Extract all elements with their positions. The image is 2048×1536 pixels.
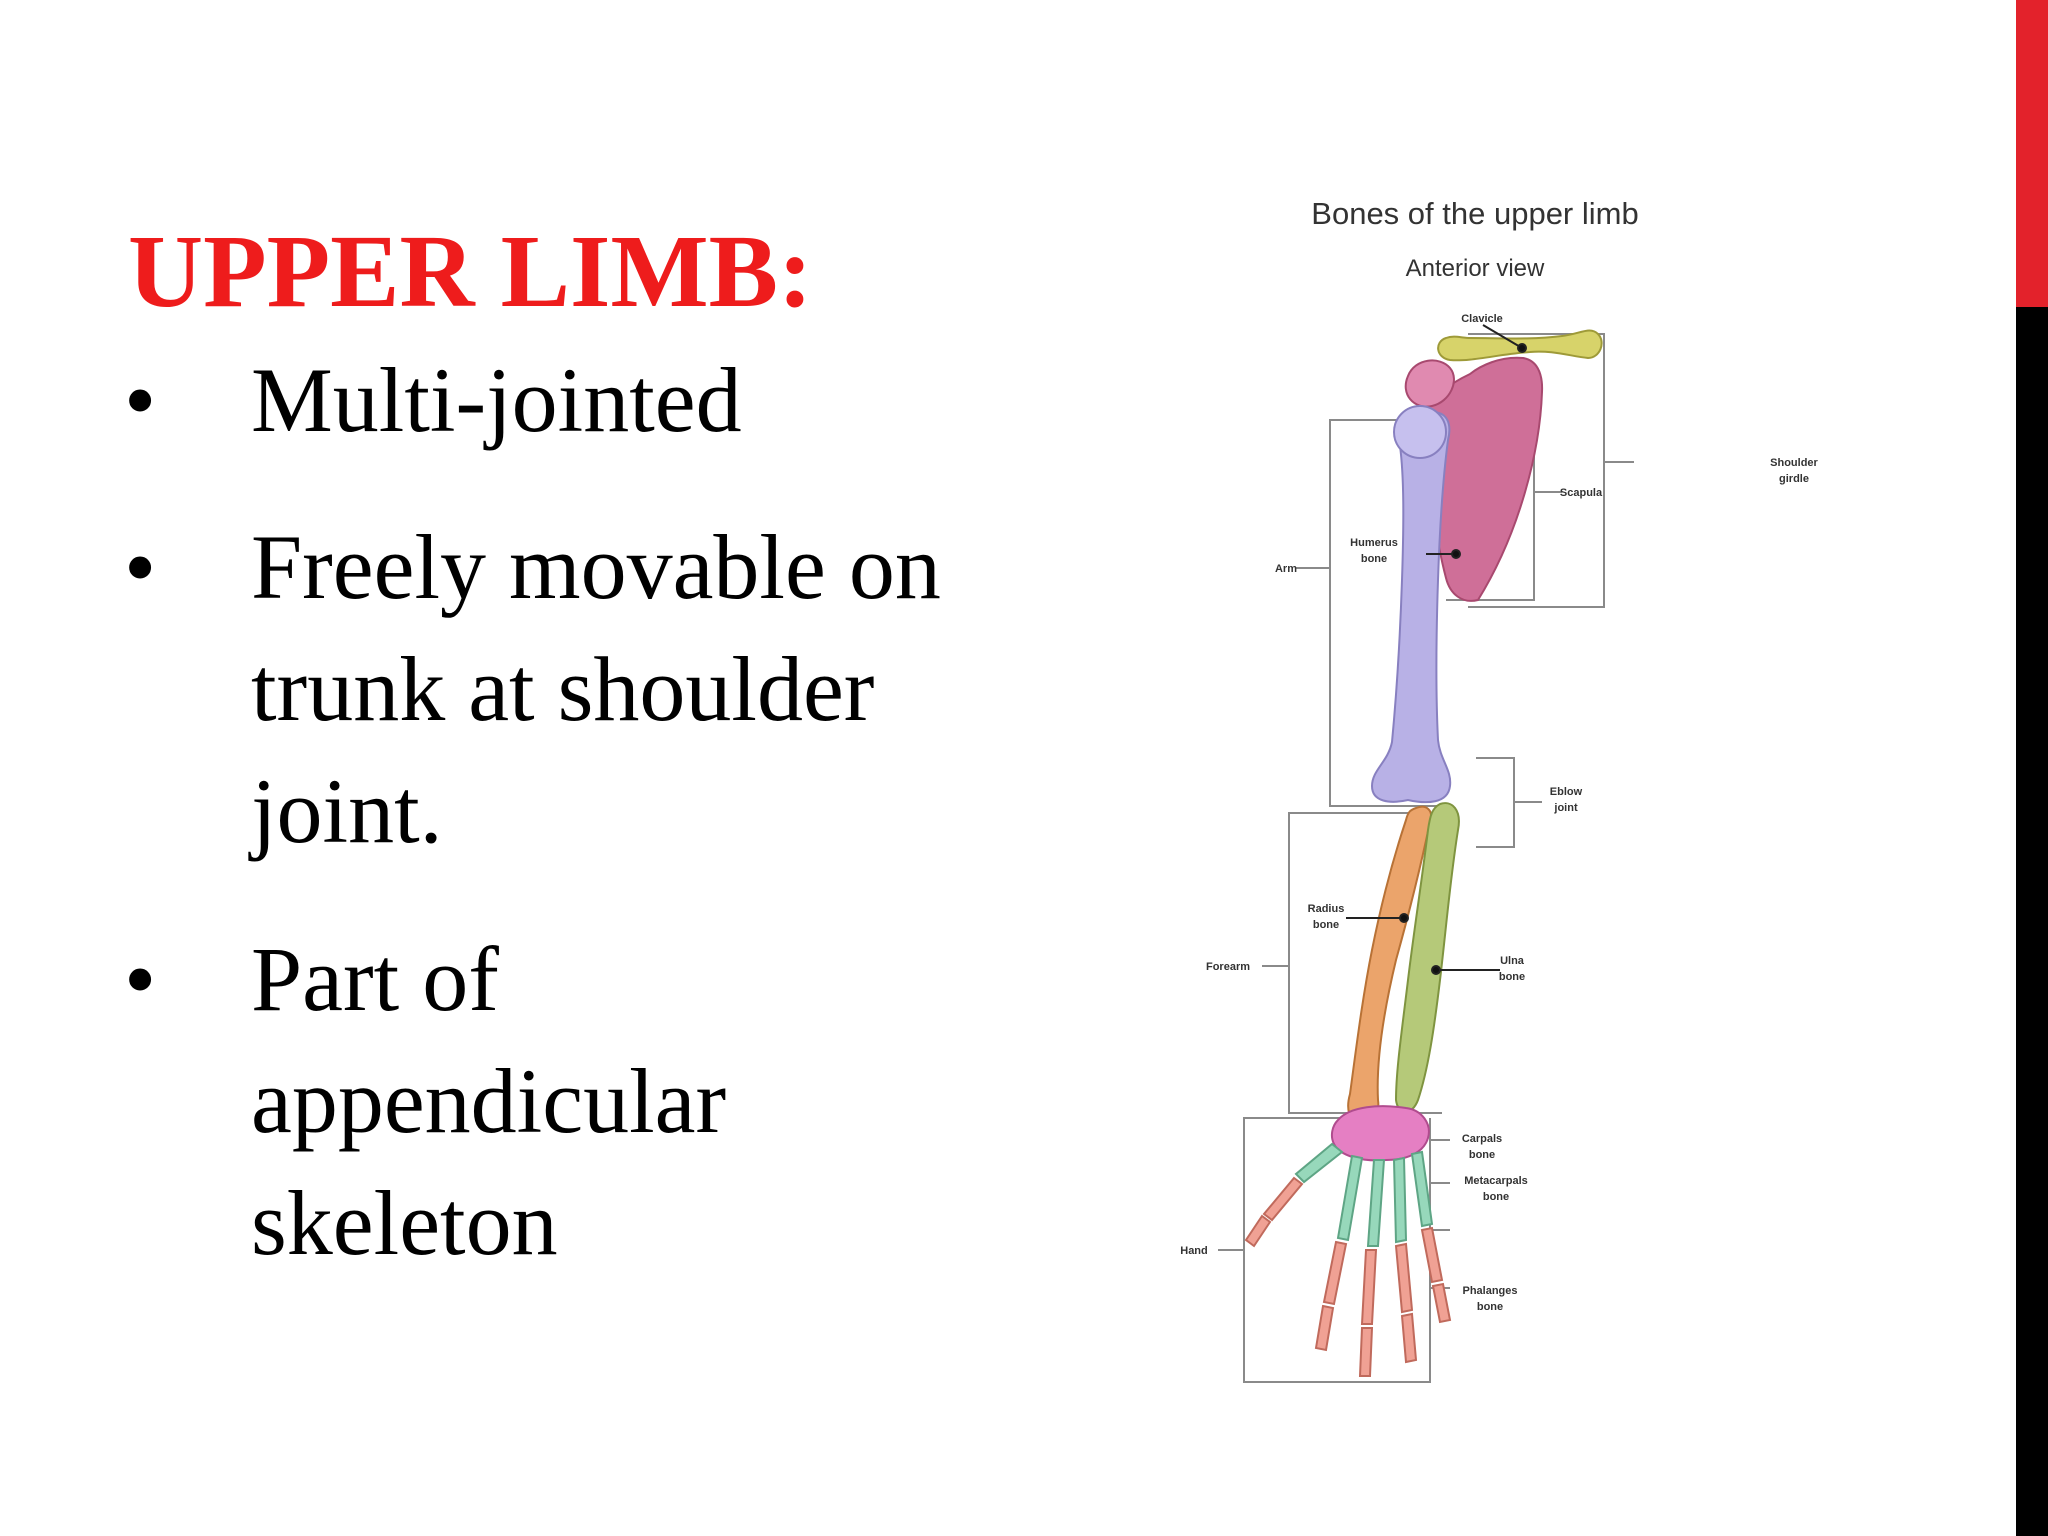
label-metacarpals-1: Metacarpals <box>1464 1175 1528 1187</box>
bullet-dot: • <box>124 928 157 1030</box>
label-clavicle: Clavicle <box>1461 313 1503 325</box>
diagram-subtitle: Anterior view <box>1406 255 1545 282</box>
elbow-bracket <box>1476 757 1515 848</box>
acromion-process <box>1404 359 1455 408</box>
label-elbow-1: Eblow <box>1550 786 1583 798</box>
label-phalanges-2: bone <box>1477 1301 1503 1313</box>
hand-bracket <box>1243 1117 1431 1383</box>
bullet-dot: • <box>124 516 157 618</box>
upper-limb-bones-diagram: Bones of the upper limb Anterior view <box>1180 196 1819 1383</box>
shoulder-girdle-bracket <box>1468 333 1605 608</box>
label-carpals-1: Carpals <box>1462 1133 1502 1145</box>
arm-bracket <box>1329 419 1446 807</box>
label-radius-1: Radius <box>1308 903 1345 915</box>
label-forearm: Forearm <box>1206 961 1250 973</box>
label-shoulder-girdle-1: Shoulder <box>1770 457 1818 469</box>
carpal-bones <box>1330 1105 1430 1162</box>
label-brackets <box>1243 333 1605 1383</box>
label-carpals-2: bone <box>1469 1149 1495 1161</box>
bullet-dot: • <box>124 349 157 451</box>
label-hand: Hand <box>1180 1245 1208 1257</box>
label-metacarpals-2: bone <box>1483 1191 1509 1203</box>
slide-title: UPPER LIMB: <box>128 214 813 329</box>
bullet-text: Multi-jointed <box>251 349 742 451</box>
diagram-title: Bones of the upper limb <box>1311 196 1638 231</box>
slide-edge-accent-black <box>2016 307 2048 1536</box>
bullet-text: Part of appendicular skeleton <box>251 928 727 1274</box>
label-shoulder-girdle-2: girdle <box>1779 473 1809 485</box>
label-phalanges-1: Phalanges <box>1462 1285 1517 1297</box>
slide-edge-accent-red <box>2016 0 2048 307</box>
label-humerus-2: bone <box>1361 553 1387 565</box>
label-elbow-2: joint <box>1553 802 1578 814</box>
humeral-head <box>1393 405 1447 459</box>
label-scapula: Scapula <box>1560 487 1603 499</box>
label-ulna-1: Ulna <box>1500 955 1525 967</box>
humerus-bone <box>1370 411 1452 804</box>
diagram-labels: Clavicle Scapula Shoulder girdle Humerus… <box>1180 313 1818 1313</box>
bones <box>1244 329 1603 1377</box>
metacarpal-bones <box>1294 1142 1434 1247</box>
label-pointers <box>1346 324 1527 975</box>
label-arm: Arm <box>1275 563 1297 575</box>
label-humerus-1: Humerus <box>1350 537 1398 549</box>
phalanges-bones <box>1244 1176 1452 1377</box>
bullet-text: Freely movable on trunk at shoulder join… <box>251 516 941 862</box>
label-ulna-2: bone <box>1499 971 1525 983</box>
label-radius-2: bone <box>1313 919 1339 931</box>
